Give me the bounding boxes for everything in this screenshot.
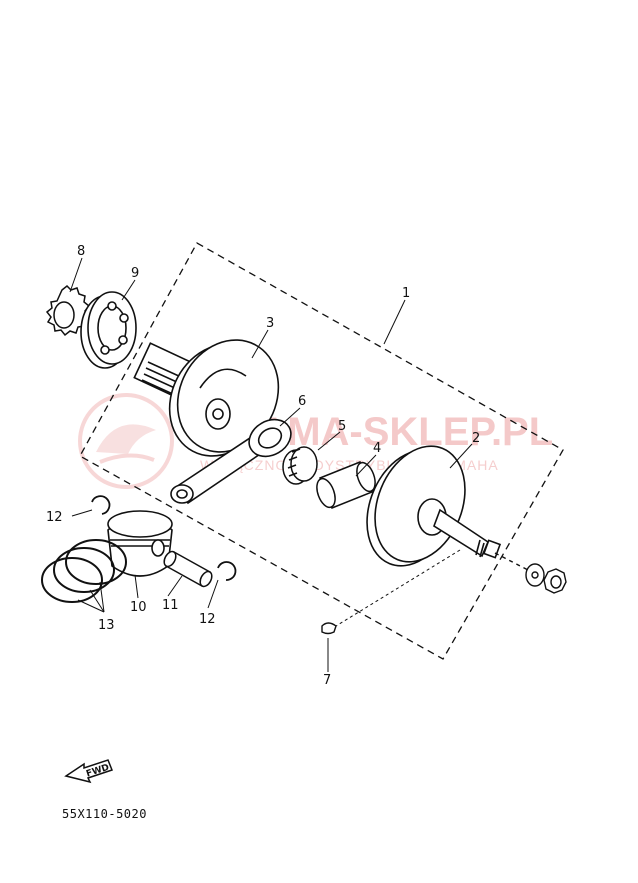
part-3-crank-half-left bbox=[133, 339, 280, 457]
fwd-label: FWD bbox=[85, 763, 110, 780]
watermark-logo-icon bbox=[78, 393, 174, 489]
part-8-sprocket bbox=[45, 284, 91, 337]
callout-9: 9 bbox=[131, 266, 139, 281]
callout-2: 2 bbox=[472, 431, 480, 446]
watermark: MAMA-SKLEP.PL WYŁĄCZNOŚĆ DYSTRYBUTOR YAM… bbox=[78, 393, 553, 489]
callout-4: 4 bbox=[373, 441, 381, 456]
leader-lines bbox=[69, 257, 473, 672]
shaft-washer-nut bbox=[494, 552, 567, 594]
part-4-crank-pin bbox=[316, 461, 376, 509]
part-13-piston-rings bbox=[41, 539, 127, 603]
part-9-bearing bbox=[80, 291, 137, 369]
callout-3: 3 bbox=[266, 316, 274, 331]
part-7-key bbox=[321, 622, 337, 635]
callout-11: 11 bbox=[162, 598, 179, 613]
callout-7: 7 bbox=[323, 673, 331, 688]
part-12-circlip-lower bbox=[217, 561, 237, 581]
callout-8: 8 bbox=[77, 244, 85, 259]
callout-6: 6 bbox=[298, 394, 306, 409]
crankshaft-assembly-boundary bbox=[79, 242, 564, 660]
part-5-needle-bearing bbox=[282, 446, 318, 485]
callout-1: 1 bbox=[402, 286, 410, 301]
part-6-connecting-rod bbox=[170, 418, 292, 505]
callout-12-lower: 12 bbox=[199, 612, 216, 627]
part-12-circlip-upper bbox=[91, 495, 111, 515]
part-2-crank-half-right bbox=[366, 445, 502, 567]
callout-13: 13 bbox=[98, 618, 115, 633]
callout-10: 10 bbox=[130, 600, 147, 615]
callout-5: 5 bbox=[338, 419, 346, 434]
drawing-code: 55X110-5020 bbox=[62, 807, 147, 821]
part-10-piston bbox=[107, 510, 173, 577]
callout-12-upper: 12 bbox=[46, 510, 63, 525]
part-11-piston-pin bbox=[163, 550, 213, 588]
fwd-arrow-icon: FWD bbox=[64, 759, 113, 784]
